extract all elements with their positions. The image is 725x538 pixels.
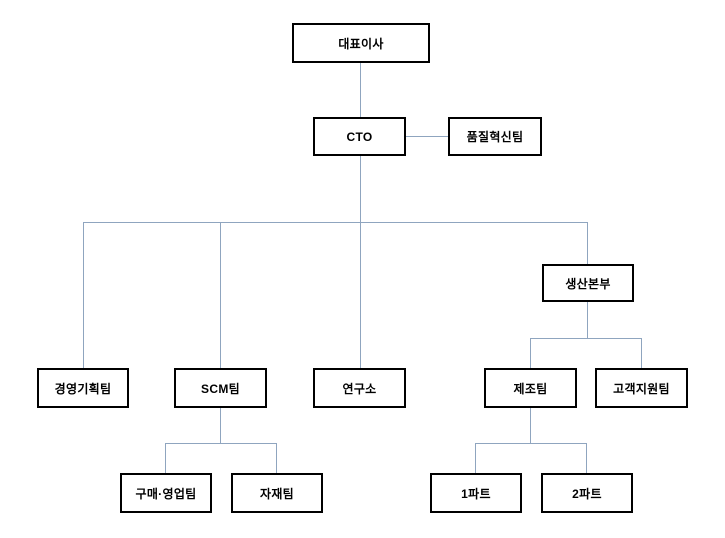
org-node-part1: 1파트 bbox=[430, 473, 522, 513]
org-node-cto: CTO bbox=[313, 117, 406, 156]
org-node-planning-team: 경영기획팀 bbox=[37, 368, 129, 408]
org-node-manufacturing: 제조팀 bbox=[484, 368, 577, 408]
org-node-customer-support: 고객지원팀 bbox=[595, 368, 688, 408]
org-node-materials-team: 자재팀 bbox=[231, 473, 323, 513]
org-node-scm-team: SCM팀 bbox=[174, 368, 267, 408]
connector-group bbox=[83, 63, 642, 473]
org-node-part2: 2파트 bbox=[541, 473, 633, 513]
org-node-purchasing-sales: 구매·영업팀 bbox=[120, 473, 212, 513]
org-node-research-lab: 연구소 bbox=[313, 368, 406, 408]
org-node-quality-team: 품질혁신팀 bbox=[448, 117, 542, 156]
org-node-production-hq: 생산본부 bbox=[542, 264, 634, 302]
org-node-ceo: 대표이사 bbox=[292, 23, 430, 63]
